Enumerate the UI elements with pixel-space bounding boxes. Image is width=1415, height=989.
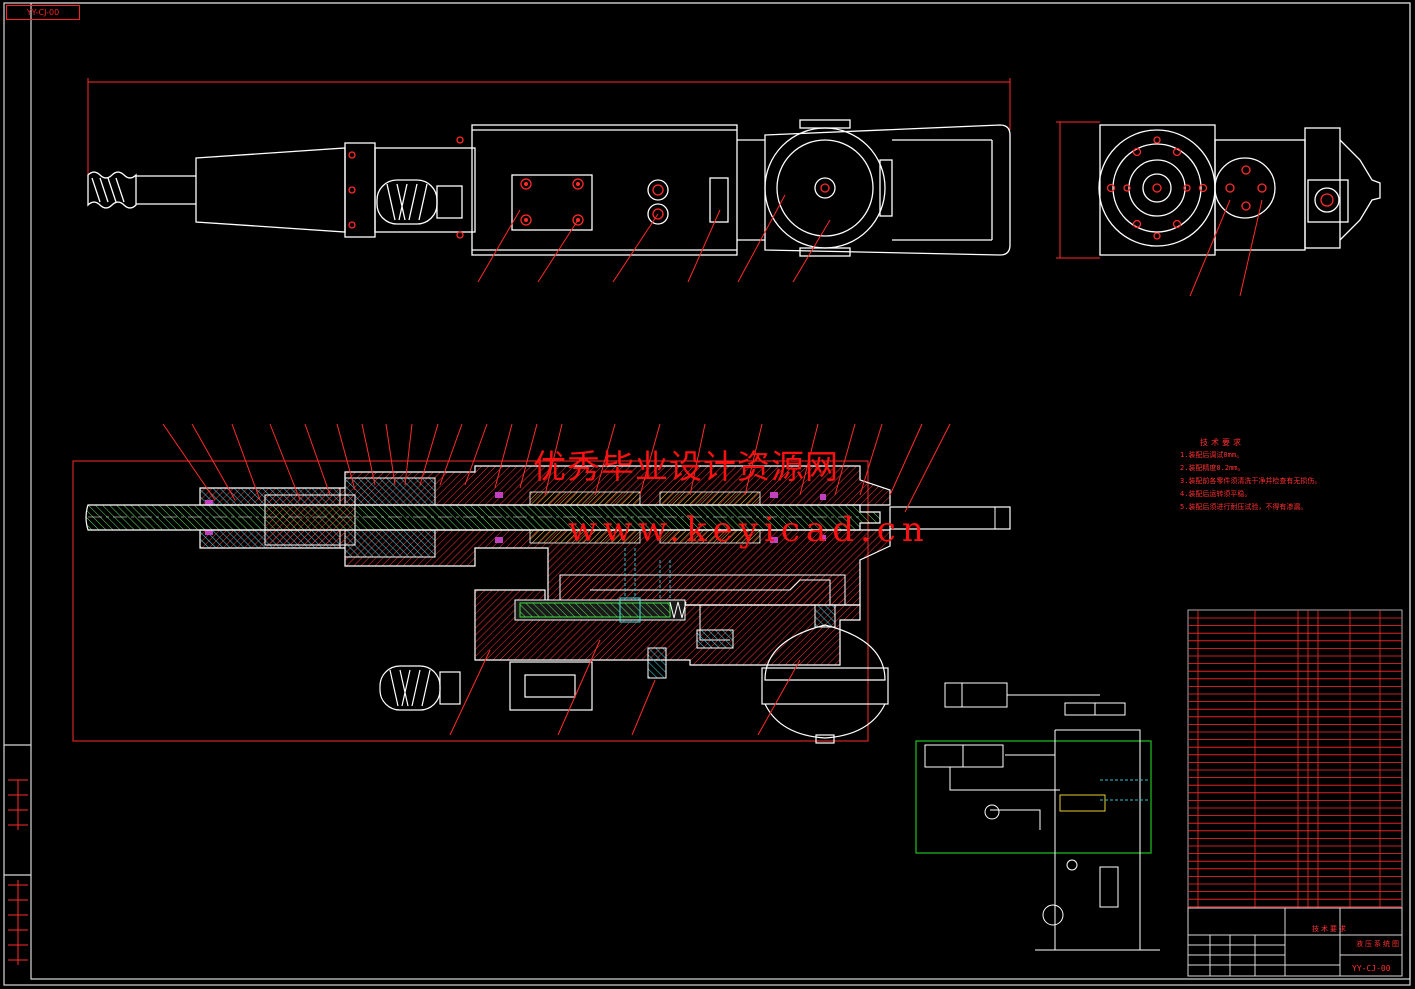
drawing-frame xyxy=(3,2,1411,986)
title-block xyxy=(1187,907,1403,977)
accumulator-housing xyxy=(764,119,1011,257)
frame-corner-tab: YY-CJ-00 xyxy=(6,5,80,20)
ports xyxy=(647,177,729,225)
note-line: 2.装配精度0.2mm。 xyxy=(1180,464,1245,472)
bolts xyxy=(348,136,464,239)
title-block-name: 技术要求 xyxy=(1312,925,1348,933)
section-motor xyxy=(379,661,593,711)
section-view xyxy=(72,423,1011,744)
hydraulic-schematic xyxy=(915,682,1160,951)
drawing-number: YY-CJ-00 xyxy=(1352,964,1391,973)
note-line: 3.装配前各零件须清洗干净并检查有无损伤。 xyxy=(1180,477,1322,485)
note-line: 1.装配后调试0mm。 xyxy=(1180,451,1244,459)
valve-block xyxy=(511,174,593,231)
threaded-rod xyxy=(87,171,196,209)
title-block-drawing-title: 液压系统图 xyxy=(1356,940,1401,948)
top-view xyxy=(87,78,1011,257)
overall-dimension xyxy=(87,78,1011,200)
parts-list xyxy=(1187,609,1403,909)
leader-lines-top xyxy=(477,194,1263,297)
side-view xyxy=(1056,121,1381,259)
main-body xyxy=(471,124,738,256)
note-line: 5.装配后须进行耐压试验，不得有渗漏。 xyxy=(1180,503,1308,511)
note-line: 4.装配后运转须平稳。 xyxy=(1180,490,1252,498)
leader-lines-section xyxy=(162,423,951,736)
notes-title: 技术要求 xyxy=(1200,438,1244,447)
fittings xyxy=(647,604,836,679)
accumulator xyxy=(761,624,889,744)
left-margin-marks xyxy=(8,779,28,965)
drill-shaft xyxy=(85,504,881,531)
taper-sleeve xyxy=(195,147,346,233)
motor-knob xyxy=(376,179,463,225)
